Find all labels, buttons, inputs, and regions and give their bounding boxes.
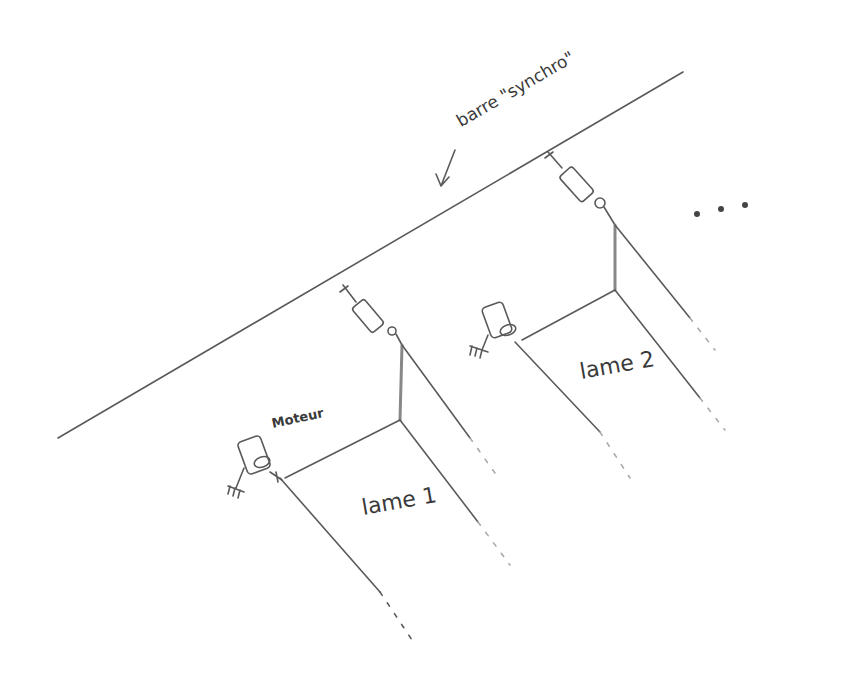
bar-label: barre "synchro" (453, 47, 577, 130)
blade-edge (470, 438, 500, 480)
blade-edge (600, 432, 630, 478)
motor-symbol (481, 301, 513, 339)
link-rod (604, 207, 615, 225)
blade-fold (400, 345, 402, 420)
blade-edge (515, 342, 600, 432)
motor-symbol (499, 323, 517, 338)
synchro-bar (58, 72, 683, 438)
blade-edge (690, 318, 715, 350)
link-cylinder (352, 299, 385, 334)
blade-edge (522, 290, 615, 340)
blade-edge (478, 522, 510, 565)
blade-fold (614, 225, 617, 290)
pivot-mark (340, 286, 348, 292)
pivot-mark (545, 152, 553, 158)
blade-edge (285, 420, 400, 478)
continuation-dot (718, 206, 724, 212)
blade-label: lame 1 (360, 483, 439, 520)
motor-label: Moteur (271, 406, 325, 431)
blade-edge (380, 592, 412, 640)
ground-symbol (228, 468, 244, 498)
blade-edge (402, 345, 470, 438)
link-cylinder (559, 166, 594, 203)
link-pivot (388, 327, 396, 335)
motor-symbol (253, 455, 271, 470)
link-rod (396, 334, 402, 345)
ground-symbol (470, 335, 488, 358)
continuation-dot (694, 211, 700, 217)
blade-edge (700, 398, 725, 430)
continuation-dot (742, 202, 748, 208)
blade-label: lame 2 (578, 347, 657, 384)
pivot-mark (270, 472, 282, 482)
motor-symbol (237, 435, 271, 475)
blade-edge (615, 290, 700, 398)
bar-arrow (436, 150, 455, 186)
